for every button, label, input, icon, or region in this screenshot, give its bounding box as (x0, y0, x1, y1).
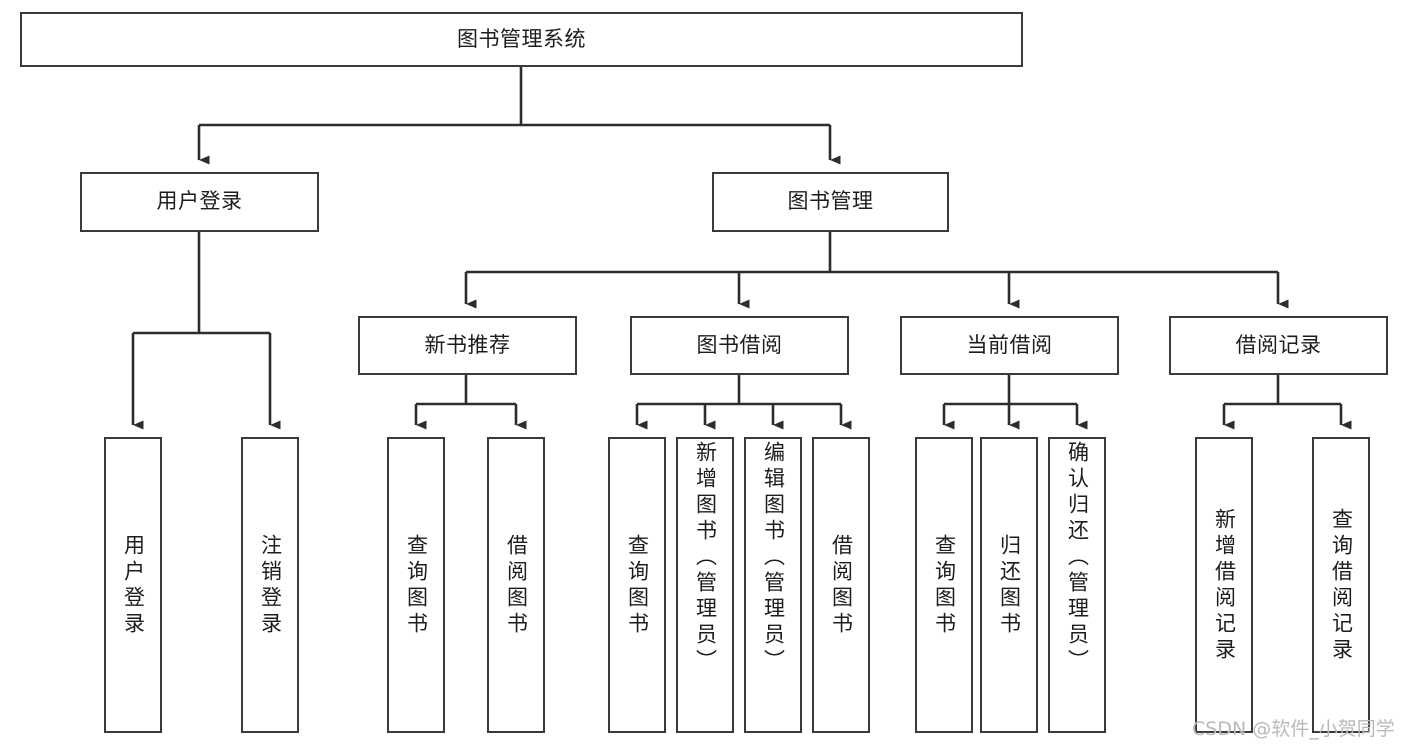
leaf-label: 编辑图书（管理员） (761, 441, 786, 675)
node-borrow-record[interactable]: 借阅记录 (1169, 316, 1388, 375)
watermark-text: CSDN @软件_小贺同学 (1192, 718, 1395, 740)
leaf-label: 查询图书 (404, 534, 429, 638)
leaf-label: 查询借阅记录 (1329, 508, 1354, 664)
leaf-borrow-add-book-admin[interactable]: 新增图书（管理员） (676, 437, 734, 733)
leaf-label: 用户登录 (121, 534, 146, 638)
node-label: 当前借阅 (966, 332, 1053, 357)
leaf-borrow-borrow-book[interactable]: 借阅图书 (812, 437, 870, 733)
leaf-borrow-edit-book-admin[interactable]: 编辑图书（管理员） (744, 437, 802, 733)
node-user-login[interactable]: 用户登录 (80, 172, 319, 232)
leaf-label: 借阅图书 (504, 534, 529, 638)
leaf-label: 新增借阅记录 (1212, 508, 1237, 664)
leaf-label: 注销登录 (258, 534, 283, 638)
leaf-current-return-book[interactable]: 归还图书 (980, 437, 1038, 733)
leaf-new-book-borrow[interactable]: 借阅图书 (487, 437, 545, 733)
leaf-new-book-query[interactable]: 查询图书 (387, 437, 445, 733)
leaf-user-login-login[interactable]: 用户登录 (104, 437, 162, 733)
node-book-management[interactable]: 图书管理 (712, 172, 949, 232)
leaf-label: 查询图书 (932, 534, 957, 638)
leaf-label: 新增图书（管理员） (693, 441, 718, 675)
leaf-label: 查询图书 (625, 534, 650, 638)
node-label: 图书管理系统 (457, 26, 586, 51)
leaf-record-query-borrow-record[interactable]: 查询借阅记录 (1312, 437, 1370, 733)
node-label: 用户登录 (156, 189, 243, 214)
leaf-label: 确认归还（管理员） (1065, 441, 1090, 675)
node-label: 借阅记录 (1235, 332, 1322, 357)
leaf-record-add-borrow-record[interactable]: 新增借阅记录 (1195, 437, 1253, 733)
leaf-current-confirm-return-admin[interactable]: 确认归还（管理员） (1048, 437, 1106, 733)
node-label: 图书借阅 (696, 332, 783, 357)
leaf-label: 借阅图书 (829, 534, 854, 638)
node-label: 新书推荐 (424, 332, 511, 357)
node-book-borrow[interactable]: 图书借阅 (630, 316, 849, 375)
leaf-current-query-book[interactable]: 查询图书 (915, 437, 973, 733)
leaf-label: 归还图书 (997, 534, 1022, 638)
leaf-borrow-query-book[interactable]: 查询图书 (608, 437, 666, 733)
node-root-book-management-system[interactable]: 图书管理系统 (20, 12, 1023, 67)
node-new-book-recommend[interactable]: 新书推荐 (358, 316, 577, 375)
node-label: 图书管理 (787, 189, 874, 214)
leaf-user-login-logout[interactable]: 注销登录 (241, 437, 299, 733)
node-current-borrow[interactable]: 当前借阅 (900, 316, 1119, 375)
